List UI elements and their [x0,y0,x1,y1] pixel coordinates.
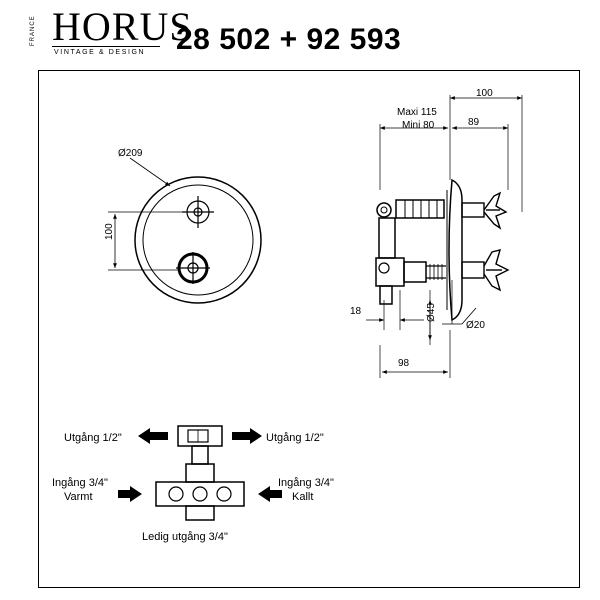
logo-brand: HORUS [52,4,193,49]
dia-45-label: Ø45 [426,303,437,322]
logo-tagline: VINTAGE & DESIGN [54,49,146,56]
side-view [366,95,523,378]
diameter-label: Ø209 [118,148,143,159]
dia-20-label: Ø20 [466,320,485,331]
page-title: 28 502 + 92 593 [176,23,402,56]
outlet-left-label: Utgång 1/2" [64,432,122,444]
dim-18-label: 18 [350,306,362,317]
logo: FRANCE HORUS VINTAGE & DESIGN [30,6,192,58]
inlet-right-label: Ingång 3/4" [278,477,334,489]
inlet-left-sub: Varmt [64,491,93,503]
spacing-label: 100 [104,223,115,240]
drawing-frame [38,70,580,588]
front-view [108,157,262,304]
outlet-right-label: Utgång 1/2" [266,432,324,444]
side-lower-handle [461,249,510,292]
inlet-left-label: Ingång 3/4" [52,477,108,489]
mini-label: Mini 80 [402,120,435,131]
maxi-label: Maxi 115 [397,107,437,118]
dim-100-label: 100 [476,88,493,99]
dim-89-label: 89 [468,117,480,128]
inlet-right-sub: Kallt [292,491,313,503]
dim-98-label: 98 [398,358,410,369]
logo-rule [52,46,160,47]
valve-body [118,425,282,521]
upper-handle [182,196,214,228]
lower-handle [176,252,210,284]
free-outlet-label: Ledig utgång 3/4" [142,531,228,543]
side-upper-handle [461,191,508,230]
